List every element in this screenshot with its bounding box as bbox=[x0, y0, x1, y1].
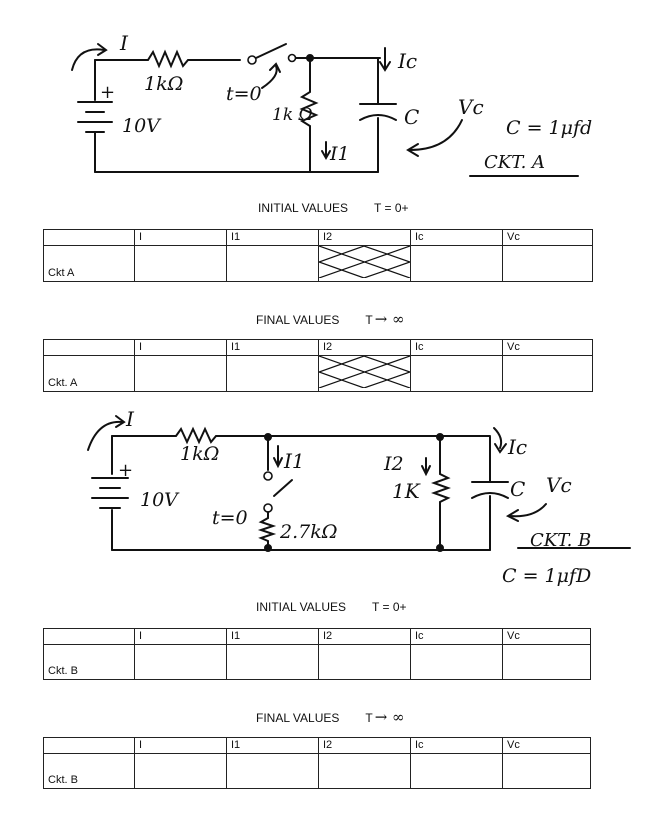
ckt-b-cap-current: Ic bbox=[507, 435, 527, 459]
table-cell[interactable] bbox=[134, 753, 227, 789]
ckt-b-branch-current: I1 bbox=[283, 449, 305, 473]
table-1-title: INITIAL VALUES T = 0+ bbox=[258, 201, 409, 215]
table-header-cell: I1 bbox=[226, 229, 319, 246]
table-header-cell: Ic bbox=[410, 737, 503, 754]
table-row-label: Ckt A bbox=[43, 245, 135, 282]
ckt-b-capacitance: C = 1μfD bbox=[502, 565, 591, 587]
ckt-b-resistor-3-label: 2.7kΩ bbox=[279, 521, 337, 543]
table-header-cell: Vc bbox=[502, 339, 593, 356]
ckt-b-cap-label: C bbox=[510, 477, 525, 501]
table-header-cell: I2 bbox=[318, 339, 411, 356]
table-cell[interactable] bbox=[226, 753, 319, 789]
ckt-b-source-plus: + bbox=[118, 460, 133, 481]
table-cell[interactable] bbox=[410, 644, 503, 680]
crosshatch-icon bbox=[318, 355, 411, 389]
table-cell[interactable] bbox=[318, 753, 411, 789]
ckt-a-cap-label: C bbox=[404, 105, 419, 129]
table-3-title: INITIAL VALUES T = 0+ bbox=[256, 600, 407, 614]
table-1-time: T = 0+ bbox=[374, 201, 409, 215]
table-cell-crossed bbox=[318, 355, 411, 392]
table-3-heading: INITIAL VALUES bbox=[256, 600, 347, 614]
table-header-cell: I2 bbox=[318, 229, 411, 246]
table-cell[interactable] bbox=[502, 245, 593, 282]
table-header-cell bbox=[43, 339, 135, 356]
table-cell[interactable] bbox=[502, 355, 593, 392]
ckt-a-source-voltage: 10V bbox=[122, 115, 162, 137]
ckt-b-current-2: I2 bbox=[383, 453, 404, 475]
table-header-cell bbox=[43, 737, 135, 754]
table-header-cell: I1 bbox=[226, 628, 319, 645]
table-3-time: T = 0+ bbox=[372, 600, 407, 614]
ckt-b-switch-label: t=0 bbox=[212, 507, 248, 529]
ckt-a-capacitance: C = 1μfd bbox=[506, 117, 592, 139]
table-row-label: Ckt. B bbox=[43, 644, 135, 680]
table-header-cell: I1 bbox=[226, 339, 319, 356]
table-cell[interactable] bbox=[226, 355, 319, 392]
ckt-b-resistor-1-label: 1kΩ bbox=[180, 443, 219, 465]
table-ckt-a-initial: I I1 I2 Ic Vc Ckt A bbox=[43, 229, 593, 282]
table-header-cell: Ic bbox=[410, 229, 503, 246]
ckt-a-branch-current: I1 bbox=[329, 143, 350, 165]
table-4-time-arrow: → ∞ bbox=[374, 708, 405, 726]
ckt-a-resistor-1-label: 1kΩ bbox=[144, 73, 183, 95]
table-cell[interactable] bbox=[502, 753, 591, 789]
circuit-b-diagram: I 1kΩ I1 + 10V t=0 2.7kΩ I2 1K Ic C Vc C… bbox=[87, 407, 631, 587]
table-cell[interactable] bbox=[134, 644, 227, 680]
ckt-a-resistor-2-label: 1k Ω bbox=[272, 105, 313, 125]
table-cell[interactable] bbox=[410, 245, 503, 282]
ckt-a-switch-label: t=0 bbox=[226, 83, 262, 105]
table-2-time: T bbox=[365, 313, 373, 327]
table-header-cell: Vc bbox=[502, 737, 591, 754]
table-row-label: Ckt. B bbox=[43, 753, 135, 789]
table-1-heading: INITIAL VALUES bbox=[258, 201, 349, 215]
ckt-b-resistor-2-label: 1K bbox=[392, 479, 421, 503]
table-cell[interactable] bbox=[410, 753, 503, 789]
table-cell-crossed bbox=[318, 245, 411, 282]
table-header-cell bbox=[43, 628, 135, 645]
table-header-cell: Vc bbox=[502, 229, 593, 246]
table-header-cell: I bbox=[134, 628, 227, 645]
table-header-cell bbox=[43, 229, 135, 246]
table-cell[interactable] bbox=[318, 644, 411, 680]
circuit-a-diagram: I 1kΩ t=0 + 10V 1k Ω I1 Ic C Vc C = 1μfd… bbox=[71, 31, 592, 177]
table-ckt-b-initial: I I1 I2 Ic Vc Ckt. B bbox=[43, 628, 591, 680]
table-header-cell: I1 bbox=[226, 737, 319, 754]
ckt-b-current-label: I bbox=[125, 407, 135, 431]
table-2-heading: FINAL VALUES bbox=[256, 313, 340, 327]
table-cell[interactable] bbox=[502, 644, 591, 680]
table-header-cell: Vc bbox=[502, 628, 591, 645]
table-4-time: T bbox=[365, 711, 373, 725]
ckt-a-cap-current: Ic bbox=[397, 49, 417, 73]
table-cell[interactable] bbox=[410, 355, 503, 392]
table-header-cell: I2 bbox=[318, 628, 411, 645]
table-header-cell: I bbox=[134, 229, 227, 246]
table-header-cell: I bbox=[134, 339, 227, 356]
table-cell[interactable] bbox=[226, 644, 319, 680]
table-cell[interactable] bbox=[134, 245, 227, 282]
table-header-cell: I2 bbox=[318, 737, 411, 754]
table-2-title: FINAL VALUES T→ ∞ bbox=[256, 310, 405, 328]
ckt-b-name: CKT. B bbox=[530, 530, 591, 551]
ckt-a-voltage-label: Vc bbox=[458, 95, 484, 119]
table-row-label: Ckt. A bbox=[43, 355, 135, 392]
ckt-a-name: CKT. A bbox=[484, 152, 545, 173]
ckt-b-source-voltage: 10V bbox=[140, 489, 180, 511]
table-2-time-arrow: → ∞ bbox=[374, 310, 405, 328]
table-ckt-a-final: I I1 I2 Ic Vc Ckt. A bbox=[43, 339, 593, 392]
crosshatch-icon bbox=[318, 245, 411, 279]
ckt-a-current-label: I bbox=[119, 31, 129, 55]
table-4-title: FINAL VALUES T→ ∞ bbox=[256, 708, 405, 726]
ckt-a-source-plus: + bbox=[100, 82, 115, 103]
ckt-b-voltage-label: Vc bbox=[546, 473, 572, 497]
table-ckt-b-final: I I1 I2 Ic Vc Ckt. B bbox=[43, 737, 591, 789]
table-header-cell: Ic bbox=[410, 628, 503, 645]
table-header-cell: I bbox=[134, 737, 227, 754]
table-header-cell: Ic bbox=[410, 339, 503, 356]
table-cell[interactable] bbox=[134, 355, 227, 392]
table-4-heading: FINAL VALUES bbox=[256, 711, 340, 725]
table-cell[interactable] bbox=[226, 245, 319, 282]
